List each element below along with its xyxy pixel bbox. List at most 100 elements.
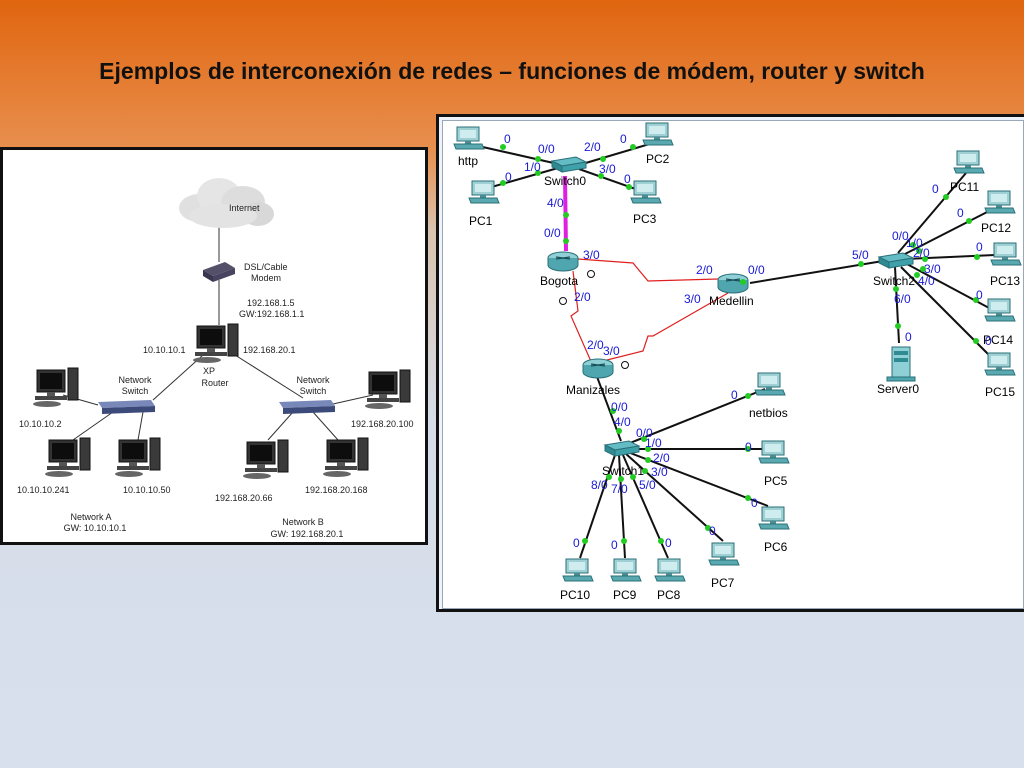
network-a-label: Network A [70, 512, 111, 522]
pc-b2-icon [242, 439, 289, 480]
node-pc7-icon[interactable] [708, 542, 740, 566]
node-http-label: http [458, 154, 478, 168]
port-pc3-0: 0 [624, 172, 631, 186]
port-switch1-1-0: 1/0 [645, 436, 662, 450]
pc-a2-ip: 10.10.10.241 [17, 485, 70, 495]
node-switch2-label: Switch2 [873, 274, 915, 288]
internet-label: Internet [229, 203, 260, 213]
port-bogota-3-0: 3/0 [583, 248, 600, 262]
node-netbios-pc-icon[interactable] [754, 372, 786, 396]
node-pc9-icon[interactable] [610, 558, 642, 582]
port-switch0-0-0: 0/0 [538, 142, 555, 156]
router-ip-left: 10.10.10.1 [143, 345, 186, 355]
node-manizales-router-icon[interactable] [582, 358, 614, 379]
node-pc7-label: PC7 [711, 576, 735, 590]
node-pc2-icon[interactable] [642, 122, 674, 146]
port-switch0-2-0: 2/0 [584, 140, 601, 154]
node-pc3-icon[interactable] [630, 180, 662, 204]
port-pc9-0: 0 [611, 538, 618, 552]
port-pc14-0: 0 [976, 288, 983, 302]
port-netbios-0: 0 [731, 388, 738, 402]
node-pc10-label: PC10 [560, 588, 590, 602]
port-pc13-0: 0 [976, 240, 983, 254]
internet-cloud-icon [179, 178, 274, 228]
router-label-2: Router [201, 378, 228, 388]
port-medellin-0-0: 0/0 [748, 263, 765, 277]
port-pc10-0: 0 [573, 536, 580, 550]
modem-ip: 192.168.1.5 [247, 298, 295, 308]
switch-a-label-2: Switch [122, 386, 149, 396]
port-switch0-3-0: 3/0 [599, 162, 616, 176]
node-bogota-router-icon[interactable] [547, 251, 579, 272]
node-pc13-icon[interactable] [990, 242, 1022, 266]
switch-b-label-2: Switch [300, 386, 327, 396]
node-pc1-icon[interactable] [468, 180, 500, 204]
pc-b2-ip: 192.168.20.66 [215, 493, 273, 503]
pc-a3-icon [114, 437, 161, 478]
node-pc5-label: PC5 [764, 474, 788, 488]
bogota-clock-icon-1 [587, 270, 595, 278]
node-pc3-label: PC3 [633, 212, 657, 226]
port-switch2-3-0: 3/0 [924, 262, 941, 276]
port-http-0: 0 [504, 132, 511, 146]
port-switch1-4-0: 4/0 [614, 415, 631, 429]
port-bogota-2-0: 2/0 [574, 290, 591, 304]
network-b-label: Network B [282, 517, 324, 527]
port-switch1-8-0: 8/0 [591, 478, 608, 492]
port-switch2-1-0: 1/0 [906, 236, 923, 250]
port-manizales-0-0: 0/0 [611, 400, 628, 414]
node-http-pc-icon[interactable] [453, 126, 485, 150]
node-pc6-icon[interactable] [758, 506, 790, 530]
pc-a1-ip: 10.10.10.2 [19, 419, 62, 429]
network-a-gw: GW: 10.10.10.1 [64, 523, 127, 533]
port-switch2-4-0: 4/0 [918, 274, 935, 288]
port-switch1-2-0: 2/0 [653, 451, 670, 465]
node-pc10-icon[interactable] [562, 558, 594, 582]
slide-title: Ejemplos de interconexión de redes – fun… [99, 58, 925, 84]
port-pc15-0: 0 [985, 334, 992, 348]
pc-b3-ip: 192.168.20.168 [305, 485, 368, 495]
port-pc8-0: 0 [665, 536, 672, 550]
pc-a3-ip: 10.10.10.50 [123, 485, 171, 495]
network-switch-b-icon [279, 400, 335, 414]
node-manizales-label: Manizales [566, 383, 620, 397]
node-pc11-icon[interactable] [953, 150, 985, 174]
port-switch1-0-0: 0/0 [636, 426, 653, 440]
port-switch1-5-0: 5/0 [639, 478, 656, 492]
node-pc8-icon[interactable] [654, 558, 686, 582]
node-pc12-label: PC12 [981, 221, 1011, 235]
port-switch1-3-0: 3/0 [651, 465, 668, 479]
generic-network-diagram: Internet DSL/Cable Modem 192.168.1.5 GW:… [0, 147, 428, 545]
node-pc11-label: PC11 [950, 180, 979, 194]
node-pc5-icon[interactable] [758, 440, 790, 464]
node-pc14-icon[interactable] [984, 298, 1016, 322]
node-pc12-icon[interactable] [984, 190, 1016, 214]
node-server0-icon[interactable] [886, 346, 916, 382]
node-switch2-icon[interactable] [878, 252, 914, 269]
modem-label-1: DSL/Cable [244, 262, 288, 272]
node-pc2-label: PC2 [646, 152, 670, 166]
node-switch0-label: Switch0 [544, 174, 586, 188]
node-pc15-icon[interactable] [984, 352, 1016, 376]
pc-b1-ip: 192.168.20.100 [351, 419, 414, 429]
packet-tracer-topology: http PC1 PC2 PC3 Switch0 Bogota Medellin… [436, 114, 1024, 612]
port-manizales-2-0: 2/0 [587, 338, 604, 352]
router-ip-right: 192.168.20.1 [243, 345, 296, 355]
port-pc7-0: 0 [709, 524, 716, 538]
manizales-clock-icon [621, 361, 629, 369]
node-pc14-label: PC14 [983, 333, 1013, 347]
node-pc8-label: PC8 [657, 588, 681, 602]
pc-b3-icon [322, 437, 369, 478]
port-pc11-0: 0 [932, 182, 939, 196]
port-bogota-0-0: 0/0 [544, 226, 561, 240]
modem-gw: GW:192.168.1.1 [239, 309, 304, 319]
port-switch0-1-0: 1/0 [524, 160, 541, 174]
port-pc5-0: 0 [745, 440, 752, 454]
port-pc6-0: 0 [751, 496, 758, 510]
port-switch0-4-0: 4/0 [547, 196, 564, 210]
router-computer-icon [192, 323, 239, 364]
node-server0-label: Server0 [877, 382, 919, 396]
node-bogota-label: Bogota [540, 274, 578, 288]
pc-b1-icon [364, 369, 411, 410]
port-switch2-0-0: 0/0 [892, 229, 909, 243]
